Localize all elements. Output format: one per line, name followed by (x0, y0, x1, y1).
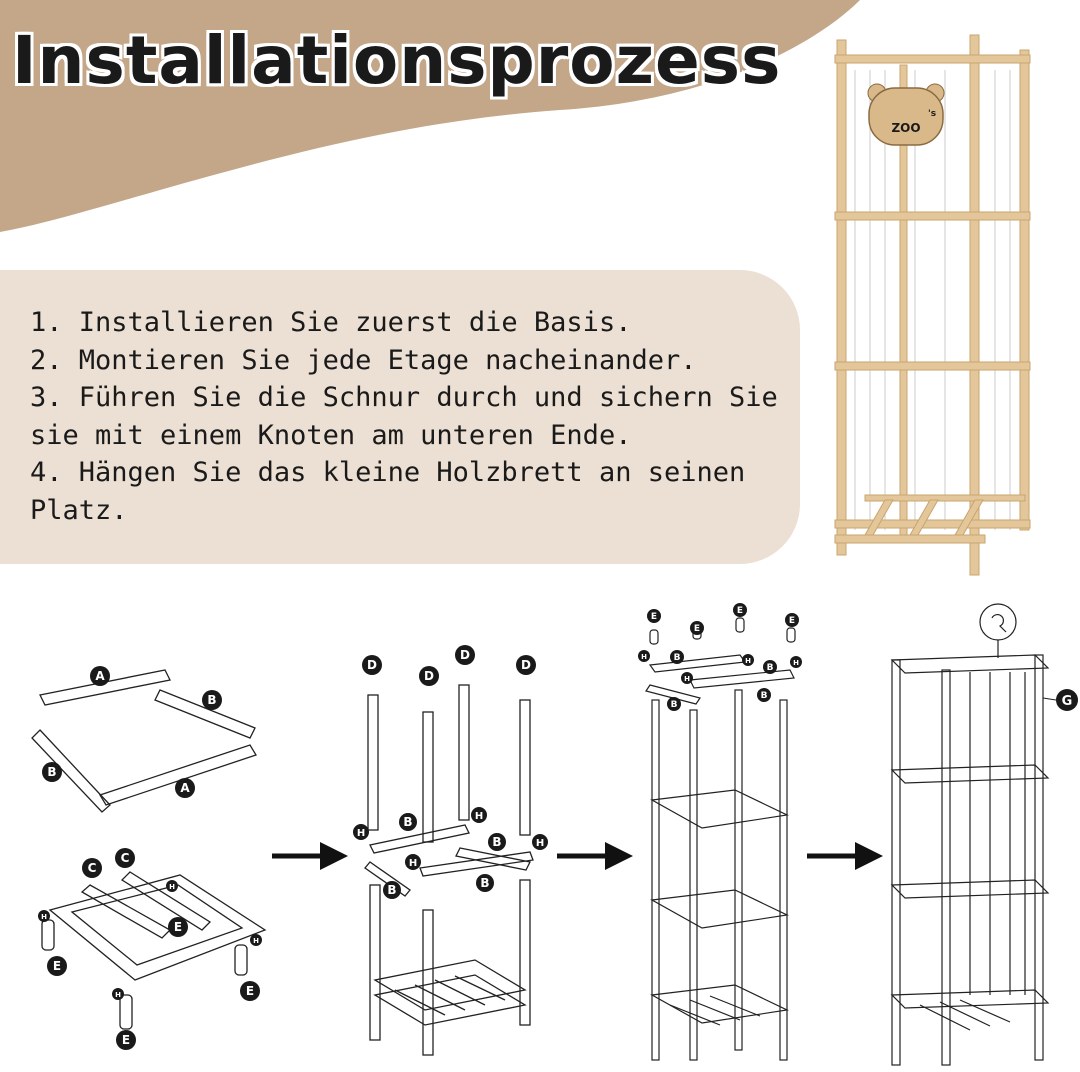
instructions-panel (0, 270, 800, 564)
part-label-e: E (789, 616, 795, 626)
part-label-h: H (684, 675, 690, 683)
part-label-h: H (115, 991, 121, 999)
part-label-c: C (88, 861, 97, 875)
part-label-h: H (745, 657, 751, 665)
diagram-cord-threading: G (890, 603, 1078, 1066)
part-label-h: H (475, 811, 483, 822)
part-label-h: H (357, 828, 365, 839)
part-label-a: A (95, 669, 105, 683)
part-label-b: B (207, 693, 216, 707)
part-label-b: B (492, 835, 501, 849)
part-label-h: H (536, 838, 544, 849)
step-2: 2. Montieren Sie jede Etage nacheinander… (30, 344, 697, 376)
step-3: 3. Führen Sie die Schnur durch und siche… (30, 382, 778, 413)
part-label-b: B (387, 883, 396, 897)
part-label-d: D (460, 648, 470, 662)
part-label-b: B (47, 765, 56, 779)
zoo-sign: ZOO 's (867, 83, 945, 146)
diagram-base-assembly: A B B A C C E E E E H H H H (31, 666, 267, 1050)
part-label-d: D (521, 658, 531, 672)
instructions-list: 1. Installieren Sie zuerst die Basis. 2.… (30, 304, 800, 529)
arrow-right-icon (807, 842, 883, 870)
part-label-b: B (674, 653, 681, 663)
part-label-c: C (121, 851, 130, 865)
step-4-continued: Platz. (30, 494, 128, 526)
part-label-b: B (403, 815, 412, 829)
part-label-e: E (246, 984, 254, 998)
part-label-b: B (767, 663, 774, 673)
part-label-e: E (53, 959, 61, 973)
step-1: 1. Installieren Sie zuerst die Basis. (30, 307, 632, 338)
part-label-a: A (180, 781, 190, 795)
product-shelf-image: ZOO 's (834, 34, 1031, 576)
part-label-h: H (641, 653, 647, 661)
part-label-e: E (737, 606, 743, 616)
header-wave-background (0, 0, 860, 232)
part-label-b: B (671, 700, 678, 710)
part-label-b: B (761, 691, 768, 701)
part-label-d: D (424, 669, 434, 683)
arrow-right-icon (272, 842, 348, 870)
part-label-h: H (253, 937, 259, 945)
arrow-right-icon (557, 842, 633, 870)
part-label-e: E (122, 1033, 130, 1047)
part-label-h: H (169, 883, 175, 891)
step-4: 4. Hängen Sie das kleine Holzbrett an se… (30, 457, 746, 488)
part-label-e: E (651, 612, 657, 622)
zoo-sign-label: ZOO (891, 121, 920, 135)
diagram-tiers-assembly: E E E E B B B B H H H H (638, 603, 802, 1061)
diagram-posts-assembly: D D D D B B B B H H H H (353, 645, 548, 1056)
step-3-continued: sie mit einem Knoten am unteren Ende. (30, 419, 632, 451)
part-label-h: H (409, 858, 417, 869)
part-label-e: E (174, 920, 182, 934)
part-label-b: B (480, 876, 489, 890)
zoo-sign-suffix: 's (928, 109, 936, 119)
page-title: Installationsprozess (12, 22, 782, 99)
part-label-h: H (41, 913, 47, 921)
part-label-h: H (793, 659, 799, 667)
part-label-g: G (1062, 694, 1073, 709)
part-label-e: E (694, 624, 700, 634)
part-label-d: D (367, 658, 377, 672)
